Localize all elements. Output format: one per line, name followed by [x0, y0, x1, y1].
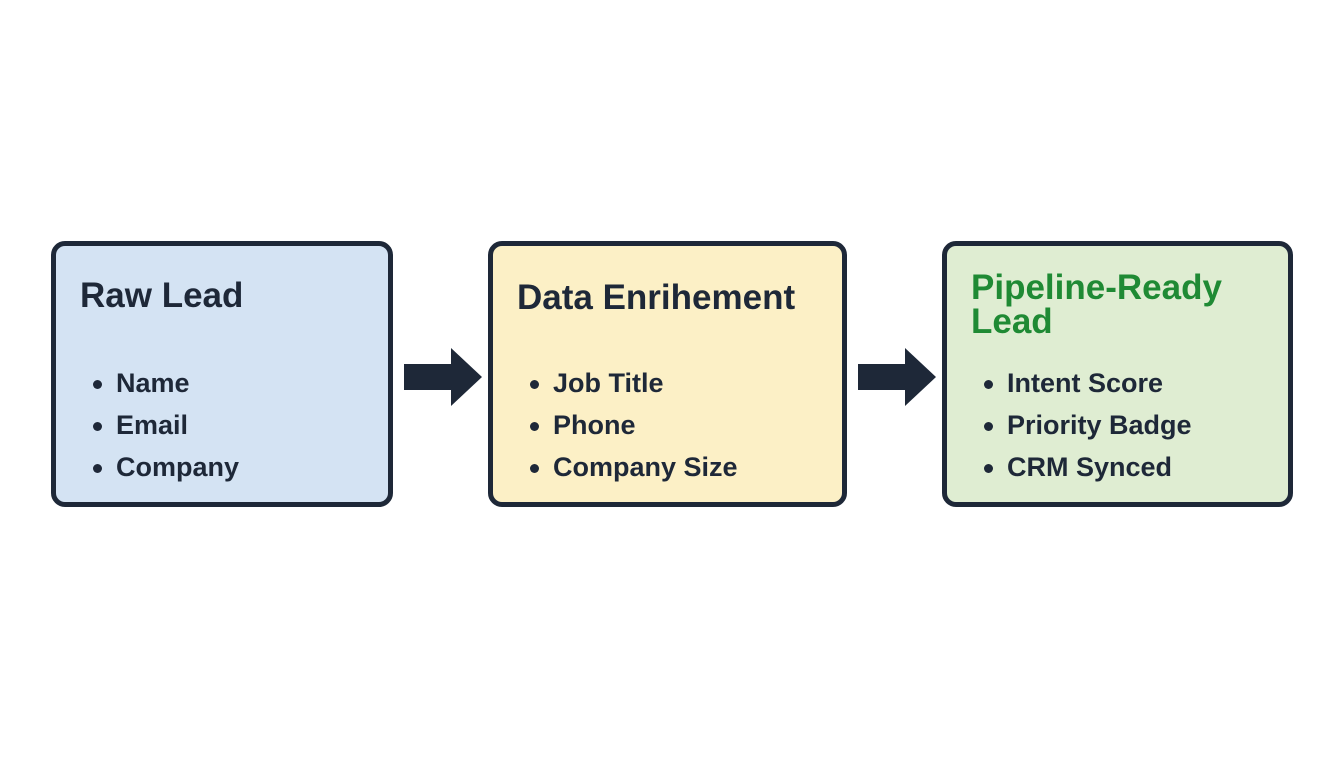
- stage-item-list: Name Email Company: [90, 362, 239, 488]
- list-item: Company Size: [527, 446, 738, 488]
- stage-item-list: Job Title Phone Company Size: [527, 362, 738, 488]
- arrow-right-icon: [858, 345, 938, 409]
- list-item: Email: [90, 404, 239, 446]
- list-item: Intent Score: [981, 362, 1192, 404]
- stage-title: Pipeline-Ready Lead: [971, 268, 1222, 341]
- stage-title: Data Enrihement: [517, 278, 796, 317]
- stage-raw-lead: Raw Lead Name Email Company: [51, 241, 393, 507]
- list-item: Phone: [527, 404, 738, 446]
- list-item: Company: [90, 446, 239, 488]
- stage-pipeline-ready-lead: Pipeline-Ready Lead Intent Score Priorit…: [942, 241, 1293, 507]
- list-item: Name: [90, 362, 239, 404]
- arrow-right-icon: [404, 345, 484, 409]
- list-item: Job Title: [527, 362, 738, 404]
- list-item: Priority Badge: [981, 404, 1192, 446]
- stage-title: Raw Lead: [80, 276, 244, 315]
- stage-item-list: Intent Score Priority Badge CRM Synced: [981, 362, 1192, 488]
- stage-data-enrichment: Data Enrihement Job Title Phone Company …: [488, 241, 847, 507]
- list-item: CRM Synced: [981, 446, 1192, 488]
